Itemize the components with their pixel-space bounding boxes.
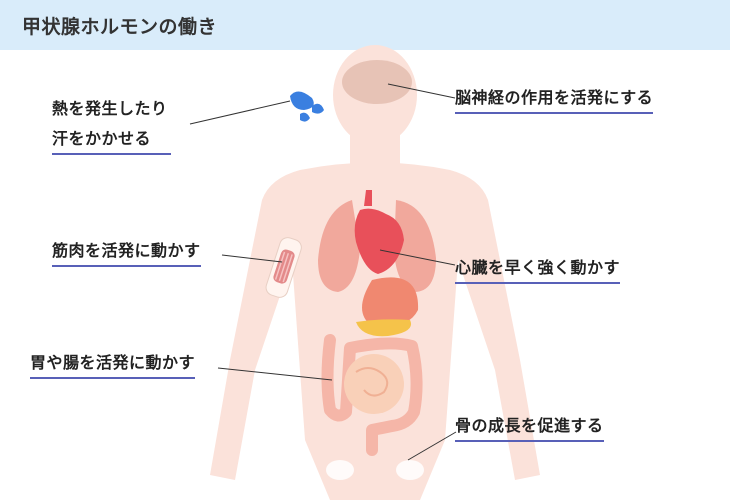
- sweat-drops-icon: [290, 91, 324, 122]
- label-bone: 骨の成長を促進する: [455, 413, 604, 442]
- pelvis-bones: [326, 460, 424, 480]
- pancreas-organ: [356, 319, 412, 337]
- stomach-organ: [362, 277, 419, 327]
- label-muscle: 筋肉を活発に動かす: [52, 238, 201, 267]
- large-intestine-organ: [321, 334, 423, 456]
- heart-organ: [354, 208, 404, 274]
- left-lung-organ: [394, 200, 436, 292]
- label-heat-line2: 汗をかかせる: [52, 126, 172, 155]
- label-gut: 胃や腸を活発に動かす: [30, 350, 196, 379]
- right-lung-organ: [318, 200, 360, 292]
- title-bar: 甲状腺ホルモンの働き: [0, 0, 730, 50]
- label-heat-line1: 熱を発生したり: [52, 99, 168, 118]
- arm-muscle-bandage: [265, 237, 302, 298]
- brain-organ: [342, 60, 412, 104]
- page-title: 甲状腺ホルモンの働き: [22, 16, 218, 38]
- label-heart: 心臓を早く強く動かす: [455, 255, 621, 284]
- small-intestine-organ: [344, 354, 404, 414]
- label-nerve: 脳神経の作用を活発にする: [455, 85, 654, 114]
